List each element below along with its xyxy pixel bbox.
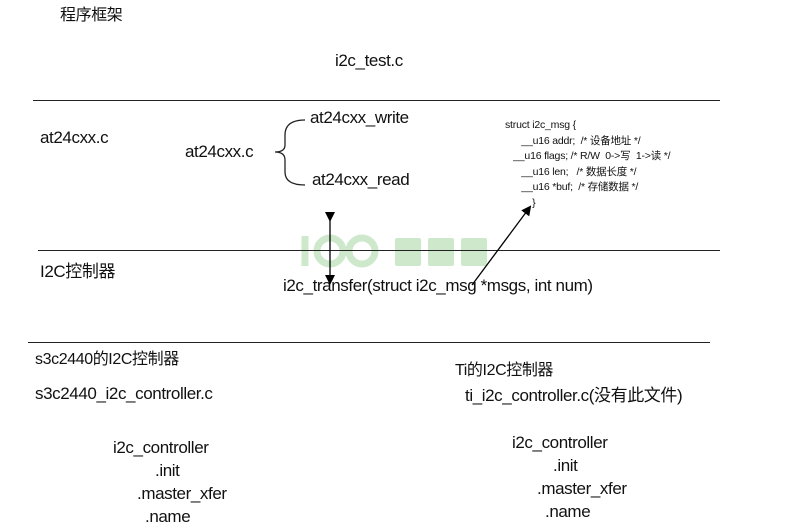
function-write: at24cxx_write — [310, 108, 409, 127]
struct-line: __u16 *buf; /* 存储数据 */ — [505, 181, 639, 193]
left-controller-title: s3c2440的I2C控制器 — [35, 351, 179, 368]
right-controller-title: Ti的I2C控制器 — [455, 362, 554, 379]
right-struct-name: i2c_controller — [512, 433, 608, 452]
app-file-label: i2c_test.c — [335, 51, 403, 70]
struct-line: __u16 flags; /* R/W 0->写 1->读 */ — [505, 150, 671, 162]
left-member-name: .name — [145, 507, 191, 526]
struct-line: __u16 addr; /* 设备地址 */ — [505, 134, 641, 147]
divider-app-device — [33, 100, 720, 101]
right-member-name: .name — [545, 502, 591, 521]
brace-icon — [274, 119, 306, 186]
left-struct-name: i2c_controller — [113, 438, 209, 457]
diagram-title: 程序框架 — [60, 7, 123, 24]
device-layer-label: at24cxx.c — [40, 128, 109, 147]
struct-line: struct i2c_msg { — [505, 119, 576, 131]
right-member-init: .init — [553, 456, 578, 475]
struct-pointer-arrow — [471, 205, 532, 286]
left-controller-file: s3c2440_i2c_controller.c — [35, 384, 213, 403]
struct-line: } — [505, 196, 536, 209]
right-member-master-xfer: .master_xfer — [537, 479, 627, 498]
controller-layer-label: I2C控制器 — [40, 262, 116, 281]
transfer-function: i2c_transfer(struct i2c_msg *msgs, int n… — [283, 276, 593, 295]
brace-label: at24cxx.c — [185, 142, 254, 161]
struct-line: __u16 len; /* 数据长度 */ — [505, 165, 637, 178]
divider-device-controller — [38, 250, 720, 251]
function-read: at24cxx_read — [312, 170, 410, 189]
i2c-msg-struct: struct i2c_msg { __u16 addr; /* 设备地址 */ … — [505, 118, 671, 211]
divider-controller-impl — [28, 342, 710, 343]
left-member-master-xfer: .master_xfer — [137, 484, 227, 503]
right-controller-file: ti_i2c_controller.c(没有此文件) — [465, 386, 683, 405]
left-member-init: .init — [155, 461, 180, 480]
